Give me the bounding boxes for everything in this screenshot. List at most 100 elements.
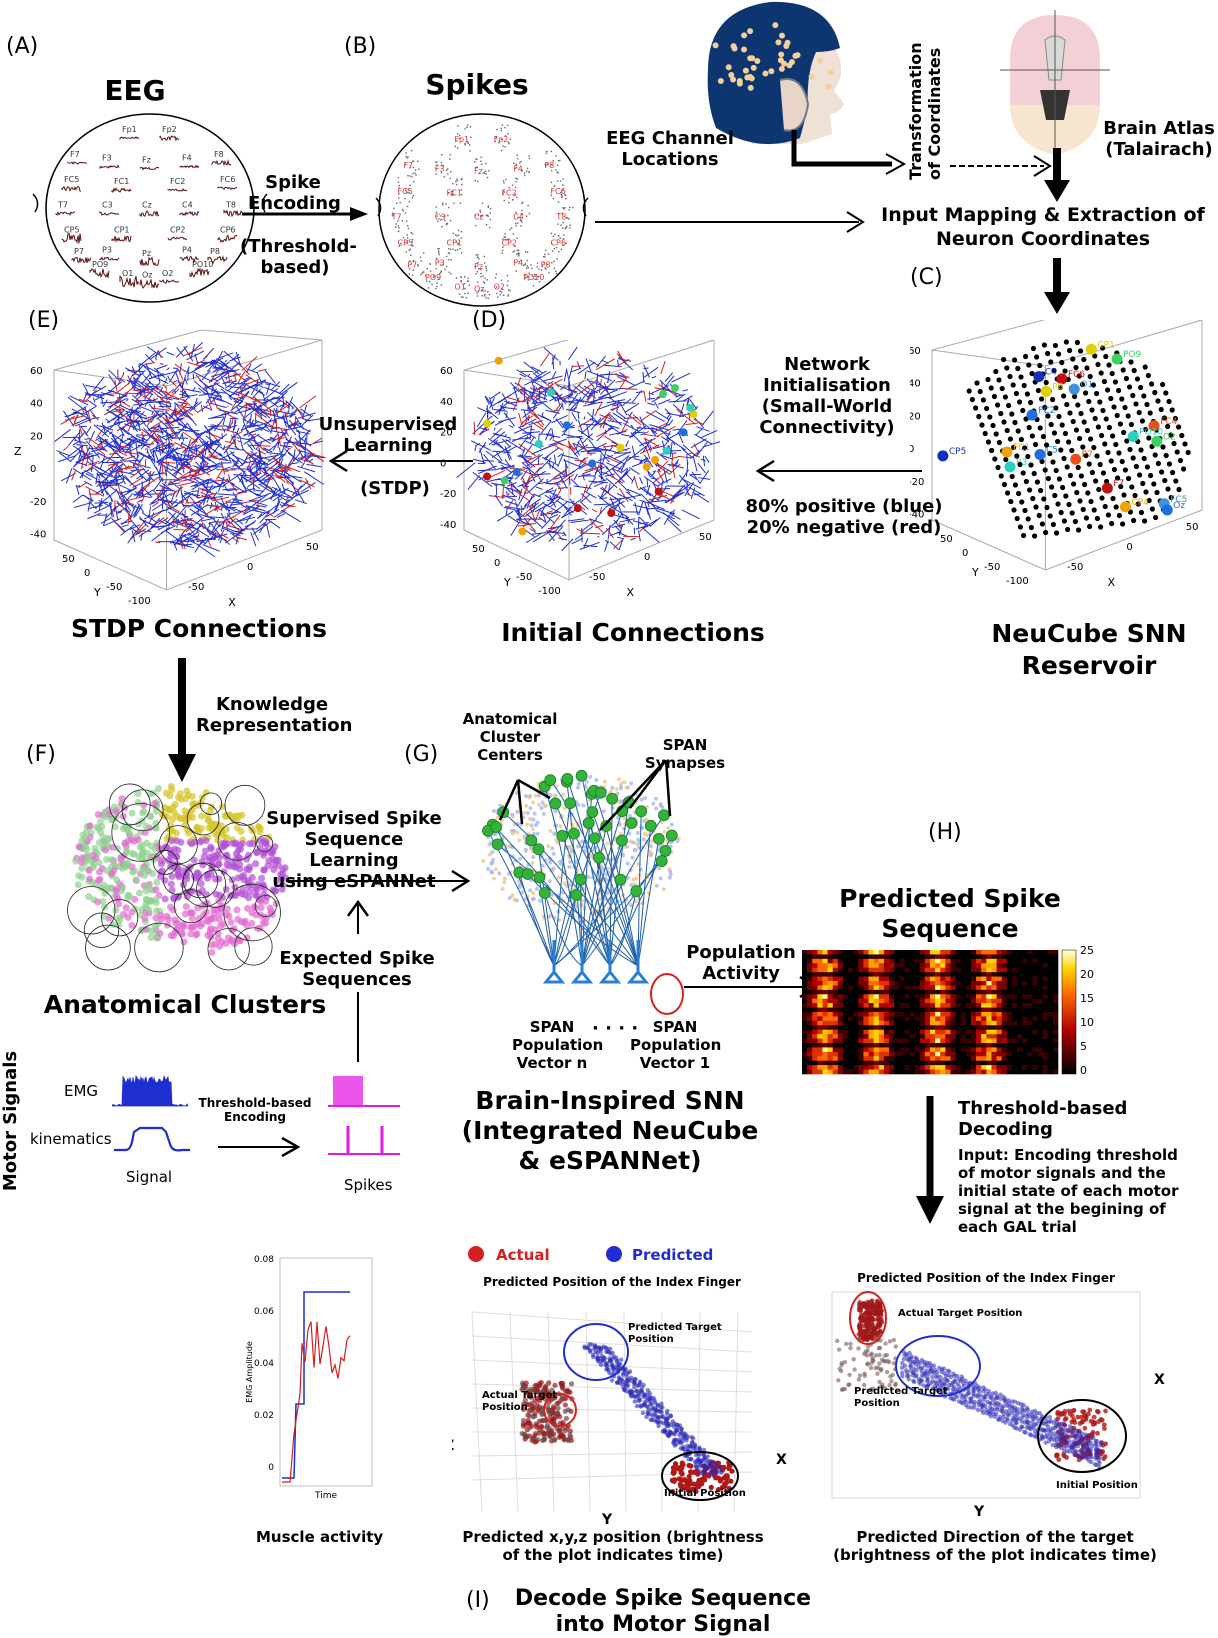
svg-text:PO10: PO10 (192, 260, 213, 269)
svg-text:FC5: FC5 (64, 175, 79, 184)
motor-signals-label: Motor Signals (0, 1036, 21, 1206)
svg-text:PO9: PO9 (92, 260, 108, 269)
svg-text:50: 50 (699, 532, 712, 543)
svg-text:O2: O2 (162, 269, 173, 278)
svg-text:Cz: Cz (474, 213, 484, 222)
predicted-direction-2d: Predicted Position of the Index Finger A… (826, 1270, 1166, 1520)
svg-text:F7: F7 (1113, 479, 1124, 489)
svg-text:P3: P3 (102, 245, 112, 254)
svg-text:Fp1: Fp1 (122, 125, 137, 134)
svg-text:FC6: FC6 (220, 175, 235, 184)
svg-text:CP6: CP6 (550, 238, 566, 247)
svg-text:P4: P4 (513, 259, 523, 268)
svg-text:F7: F7 (70, 150, 80, 159)
expected-line (356, 992, 360, 1062)
svg-text:FC2: FC2 (170, 177, 185, 186)
mapping-down-arrow (1042, 258, 1072, 318)
svg-text:CP1: CP1 (114, 226, 130, 235)
svg-text:T8: T8 (555, 213, 566, 222)
right-plot-caption: Predicted Direction of the target(bright… (830, 1528, 1160, 1564)
svg-text:60: 60 (30, 366, 43, 377)
svg-text:F3: F3 (435, 165, 445, 174)
svg-text:P7: P7 (407, 260, 417, 269)
knowledge-arrow (164, 658, 200, 784)
svg-text:FC5: FC5 (398, 187, 413, 196)
svg-text:O1: O1 (122, 269, 133, 278)
svg-text:-50: -50 (1067, 562, 1083, 573)
svg-text:C4: C4 (182, 200, 193, 209)
svg-text:FC6: FC6 (1068, 370, 1085, 380)
stdp-label: (STDP) (345, 478, 445, 499)
stdp-title: STDP Connections (54, 614, 344, 643)
svg-text:P8: P8 (1052, 382, 1063, 392)
svg-text:0: 0 (910, 444, 914, 455)
svg-text:Fp2: Fp2 (494, 135, 509, 144)
panel-tag-c: (C) (910, 265, 943, 290)
cap-arrow (786, 130, 916, 190)
spikes-label: Spikes (344, 1176, 392, 1194)
svg-text:FC1: FC1 (114, 177, 129, 186)
svg-text:P7: P7 (1082, 450, 1093, 460)
svg-text:P8: P8 (541, 260, 551, 269)
svg-text:-100: -100 (538, 586, 561, 597)
svg-text:C3: C3 (102, 200, 113, 209)
svg-text:T8: T8 (225, 200, 236, 209)
svg-text:O1: O1 (454, 282, 465, 291)
panel-tag-a: (A) (6, 34, 38, 59)
svg-text:F4: F4 (182, 154, 192, 163)
svg-text:0: 0 (247, 562, 253, 573)
svg-text:Y: Y (93, 586, 101, 599)
svg-text:Oz: Oz (142, 271, 153, 280)
svg-text:Oz: Oz (474, 284, 485, 293)
pos-neg-label: 80% positive (blue)20% negative (red) (744, 496, 944, 538)
svg-text:Fz: Fz (474, 167, 483, 176)
svg-text:O2: O2 (1163, 432, 1176, 442)
svg-text:PO9: PO9 (1123, 350, 1142, 360)
svg-text:X: X (228, 596, 236, 609)
svg-text:-50: -50 (516, 572, 532, 583)
svg-text:0: 0 (30, 464, 36, 475)
panel-tag-f: (F) (26, 742, 56, 767)
svg-text:CP2: CP2 (170, 226, 186, 235)
emg-label: EMG (64, 1082, 98, 1100)
svg-text:-100: -100 (1006, 576, 1029, 587)
motor-signal-traces (112, 1066, 192, 1156)
svg-text:C4: C4 (1045, 368, 1057, 378)
svg-text:P8: P8 (210, 247, 220, 256)
svg-text:0: 0 (494, 558, 500, 569)
svg-text:Pz: Pz (142, 249, 151, 258)
brain-snn-title: Brain-Inspired SNN(Integrated NeuCube& e… (440, 1086, 780, 1176)
decoding-arrow (912, 1096, 948, 1226)
svg-text:F4: F4 (513, 165, 523, 174)
svg-text:FC6: FC6 (550, 187, 565, 196)
svg-text:0: 0 (962, 548, 968, 559)
svg-text:CP5: CP5 (398, 238, 414, 247)
svg-text:PO9: PO9 (425, 273, 441, 282)
stdp-arrow (325, 448, 475, 474)
supervised-arrow (286, 868, 472, 894)
svg-text:T7: T7 (57, 200, 68, 209)
emg-amplitude-axis: EMG Amplitude (245, 1341, 254, 1403)
svg-text:0: 0 (84, 568, 90, 579)
svg-text:0: 0 (1126, 542, 1132, 553)
svg-text:C4: C4 (513, 213, 524, 222)
svg-text:FC2: FC2 (501, 189, 516, 198)
svg-text:40: 40 (30, 399, 43, 410)
svg-text:50: 50 (472, 544, 485, 555)
svg-text:F7: F7 (403, 161, 413, 170)
muscle-activity-title: Muscle activity (256, 1528, 383, 1546)
svg-text:CP1: CP1 (1097, 340, 1114, 350)
svg-text:-50: -50 (188, 582, 204, 593)
svg-text:P7: P7 (74, 247, 84, 256)
svg-text:-50: -50 (589, 572, 605, 583)
